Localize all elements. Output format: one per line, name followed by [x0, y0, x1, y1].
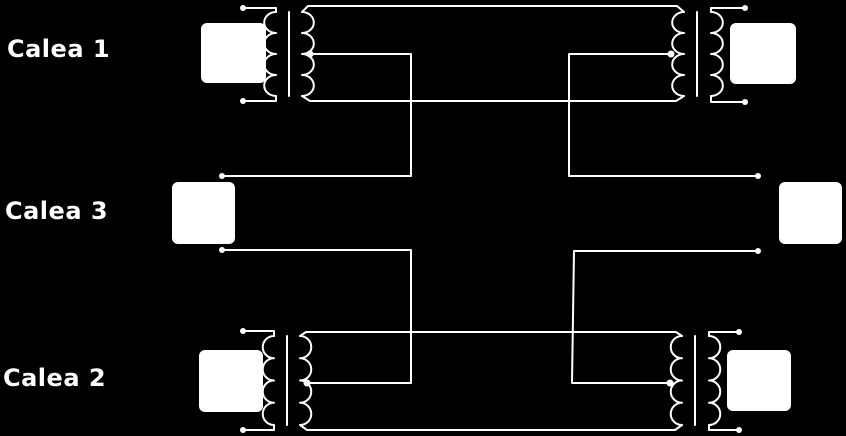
line-calea-2-wire-b: [299, 424, 683, 431]
lead-calea-1-right-top: [710, 7, 746, 13]
terminal-box-calea-1-right: [730, 23, 796, 84]
line-calea-2-wire-a: [299, 331, 683, 337]
line-calea-1-wire-a: [301, 5, 685, 13]
line-calea-1-wire-b: [301, 95, 685, 102]
coil-primary-calea-2-right: [708, 335, 722, 426]
lead-calea-2-right-bottom: [708, 424, 740, 431]
lead-calea-2-left-top: [242, 330, 275, 337]
center-tap-dot: [306, 50, 314, 58]
lead-calea-1-right-bottom: [710, 95, 746, 103]
terminal-dot: [219, 173, 225, 179]
terminal-dot: [742, 99, 748, 105]
label-calea-1: Calea 1: [7, 35, 111, 63]
coil-primary-calea-2-left: [261, 335, 275, 426]
terminal-dot: [240, 98, 246, 104]
center-tap-dot: [303, 379, 311, 387]
terminal-dot: [219, 247, 225, 253]
terminal-box-calea-3-right: [779, 182, 842, 244]
center-tap-calea-1-left: [221, 53, 412, 177]
terminal-dot: [742, 5, 748, 11]
terminal-dot: [736, 427, 742, 433]
terminal-dot: [240, 427, 246, 433]
terminal-dot: [755, 248, 761, 254]
center-tap-dot: [666, 379, 674, 387]
terminal-dot: [755, 173, 761, 179]
lead-calea-1-left-top: [242, 7, 277, 13]
terminal-box-calea-1-left: [201, 23, 266, 83]
coil-secondary-calea-2-left: [299, 335, 313, 426]
label-calea-3: Calea 3: [5, 197, 109, 225]
center-tap-calea-2-left: [221, 249, 412, 384]
terminal-box-calea-3-left: [172, 182, 235, 244]
lead-calea-2-right-top: [708, 331, 740, 337]
center-tap-calea-2-right: [571, 250, 759, 384]
label-calea-2: Calea 2: [3, 364, 107, 392]
coil-primary-calea-1-left: [263, 11, 277, 97]
terminal-dot: [736, 329, 742, 335]
coil-secondary-calea-2-right: [669, 335, 683, 426]
coil-secondary-calea-1-right: [671, 11, 685, 97]
terminal-box-calea-2-left: [199, 350, 263, 412]
lead-calea-1-left-bottom: [242, 95, 277, 102]
coil-primary-calea-1-right: [710, 11, 724, 97]
center-tap-dot: [667, 50, 675, 58]
lead-calea-2-left-bottom: [242, 424, 275, 431]
terminal-dot: [240, 5, 246, 11]
terminal-box-calea-2-right: [727, 350, 791, 411]
coil-secondary-calea-1-left: [301, 11, 315, 97]
terminal-dot: [240, 328, 246, 334]
center-tap-calea-1-right: [568, 53, 759, 177]
